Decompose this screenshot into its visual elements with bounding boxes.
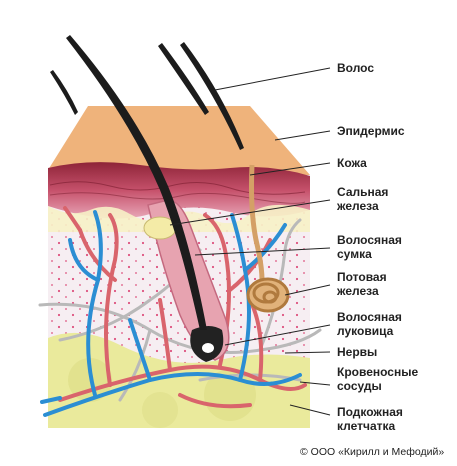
label-hair-follicle-line2: сумка xyxy=(337,247,372,261)
label-hair: Волос xyxy=(337,61,375,75)
copyright-notice: © ООО «Кирилл и Мефодий» xyxy=(300,446,445,458)
label-sweat-gland-line2: железа xyxy=(337,284,379,298)
label-nerves: Нервы xyxy=(337,345,378,359)
label-hair-bulb-line2: луковица xyxy=(337,324,394,338)
hair-strand-4 xyxy=(50,70,78,115)
label-epidermis: Эпидермис xyxy=(337,124,405,138)
leader-lines xyxy=(169,67,331,416)
label-sebaceous-gland-line1: Сальная xyxy=(337,185,389,199)
arteries xyxy=(58,206,307,409)
label-subcutaneous-line1: Подкожная xyxy=(337,405,403,419)
label-skin: Кожа xyxy=(337,156,367,170)
hair-strand-3 xyxy=(180,42,244,150)
hair-strand-2 xyxy=(158,43,209,115)
label-blood-vessels-line1: Кровеносные xyxy=(337,365,419,379)
sweat-gland xyxy=(246,277,290,313)
label-blood-vessels-line2: сосуды xyxy=(337,379,382,393)
label-sebaceous-gland-line2: железа xyxy=(337,199,379,213)
label-sweat-gland-line1: Потовая xyxy=(337,270,387,284)
skin-layer xyxy=(48,162,310,219)
label-subcutaneous-line2: клетчатка xyxy=(337,419,396,433)
label-hair-follicle-line1: Волосяная xyxy=(337,233,402,247)
veins xyxy=(40,210,302,417)
sweat-gland-duct xyxy=(249,164,265,281)
label-hair-bulb-line1: Волосяная xyxy=(337,310,402,324)
